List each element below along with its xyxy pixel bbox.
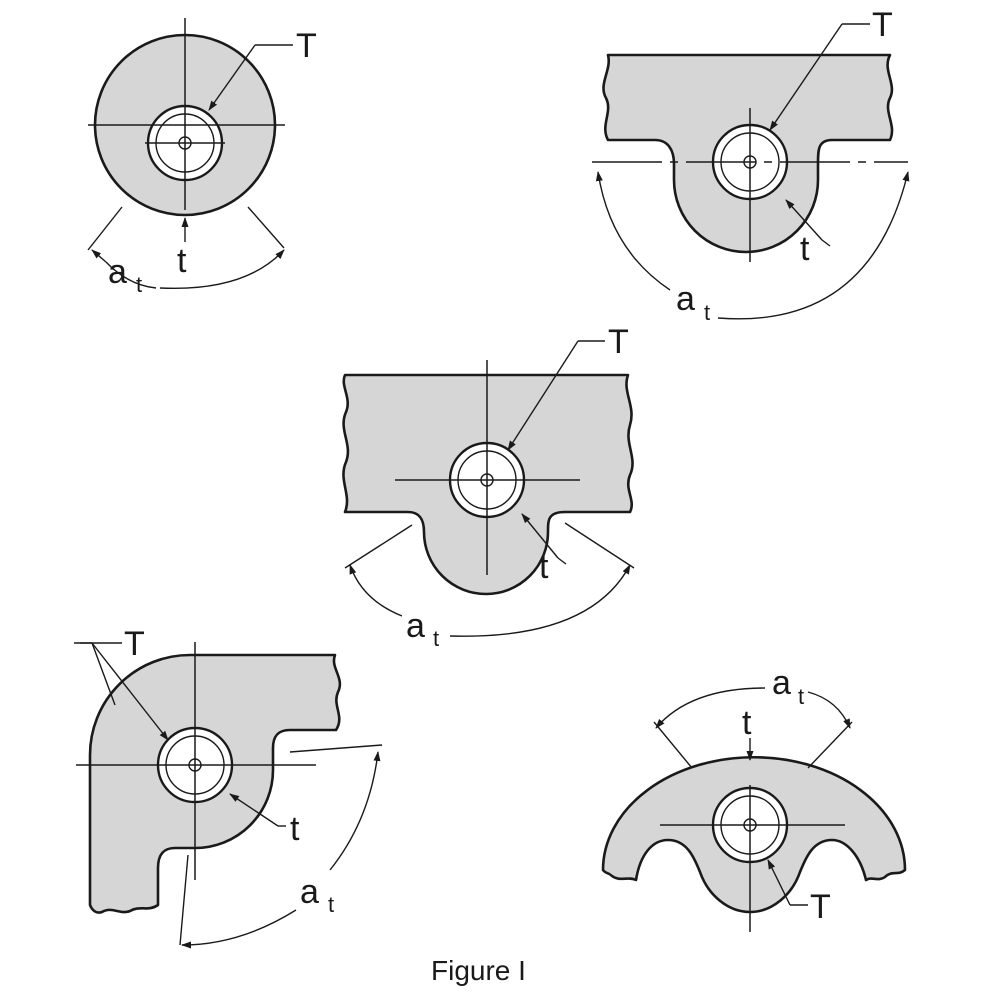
- svg-text:t: t: [328, 892, 334, 917]
- label-at-2: a: [676, 280, 695, 318]
- at-arc-3: [349, 564, 403, 617]
- label-t-3: t: [539, 548, 549, 586]
- label-t-4: t: [290, 810, 300, 848]
- label-at-3: a: [406, 607, 425, 645]
- label-t-1: t: [177, 242, 187, 280]
- label-t-5: t: [742, 704, 752, 742]
- label-T-5: T: [810, 888, 831, 926]
- label-T-3: T: [608, 323, 629, 361]
- svg-text:t: t: [136, 272, 142, 297]
- svg-text:t: t: [704, 300, 710, 325]
- at-arc-5: [655, 687, 766, 729]
- label-t-2: t: [800, 230, 810, 268]
- at-arc-1: [105, 261, 157, 289]
- at-arc-4: [329, 751, 381, 871]
- label-at-5: a: [772, 664, 791, 702]
- label-at-4: a: [300, 873, 319, 911]
- svg-text:t: t: [798, 684, 804, 709]
- part-3-block: T t a t: [342, 323, 635, 651]
- svg-text:t: t: [433, 626, 439, 651]
- label-T-2: T: [872, 6, 893, 44]
- part-2-bar-lug: T t a t: [592, 6, 910, 325]
- part-4-l-bracket: T t a t: [74, 625, 383, 949]
- part-1-disc: T t a t: [87, 18, 317, 297]
- part-5-arch: t T a t: [601, 664, 907, 932]
- label-T-4: T: [124, 625, 145, 663]
- at-arc-2: [595, 171, 671, 291]
- label-T-1: T: [296, 27, 317, 65]
- figure-caption: Figure I: [431, 955, 526, 986]
- label-at-1: a: [108, 253, 127, 291]
